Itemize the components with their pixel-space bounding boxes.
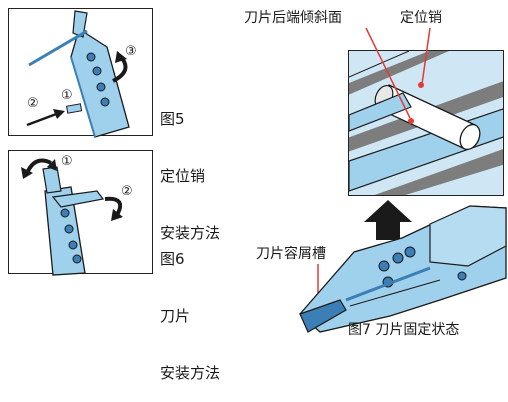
label-blade-chip-slot: 刀片容屑槽 [256, 246, 326, 262]
fig5-tool-illustration [26, 10, 130, 138]
fig6-caption-line-2: 刀片 [160, 307, 191, 325]
fig6-step-2: ② [121, 184, 133, 199]
fig5-panel: ① ② ③ [8, 8, 153, 138]
fig6-caption-line-3: 安装方法 [160, 364, 221, 382]
fig5-caption: 图5 定位销 安装方法 [160, 72, 220, 262]
fig5-step-1: ① [61, 88, 73, 103]
label-locating-pin: 定位销 [400, 10, 442, 26]
fig5-caption-line-3: 安装方法 [160, 224, 221, 242]
fig5-caption-line-1: 图5 [160, 110, 185, 128]
fig7-caption: 图7 刀片固定状态 [348, 322, 460, 338]
fig7-tool-illustration [299, 205, 507, 333]
fig5-caption-line-2: 定位销 [160, 167, 206, 185]
fig5-step-3: ③ [125, 44, 137, 59]
fig7-detail-panel [348, 50, 504, 196]
fig7-detail-illustration [349, 51, 503, 195]
fig6-tool-illustration [21, 158, 123, 276]
fig6-panel: ① ② [8, 150, 153, 276]
fig6-caption-line-1: 图6 [160, 250, 185, 268]
fig6-step-1: ① [61, 154, 73, 169]
fig5-step-2: ② [27, 96, 39, 111]
label-blade-rear-bevel: 刀片后端倾斜面 [244, 10, 342, 26]
up-arrow-icon [364, 200, 412, 240]
